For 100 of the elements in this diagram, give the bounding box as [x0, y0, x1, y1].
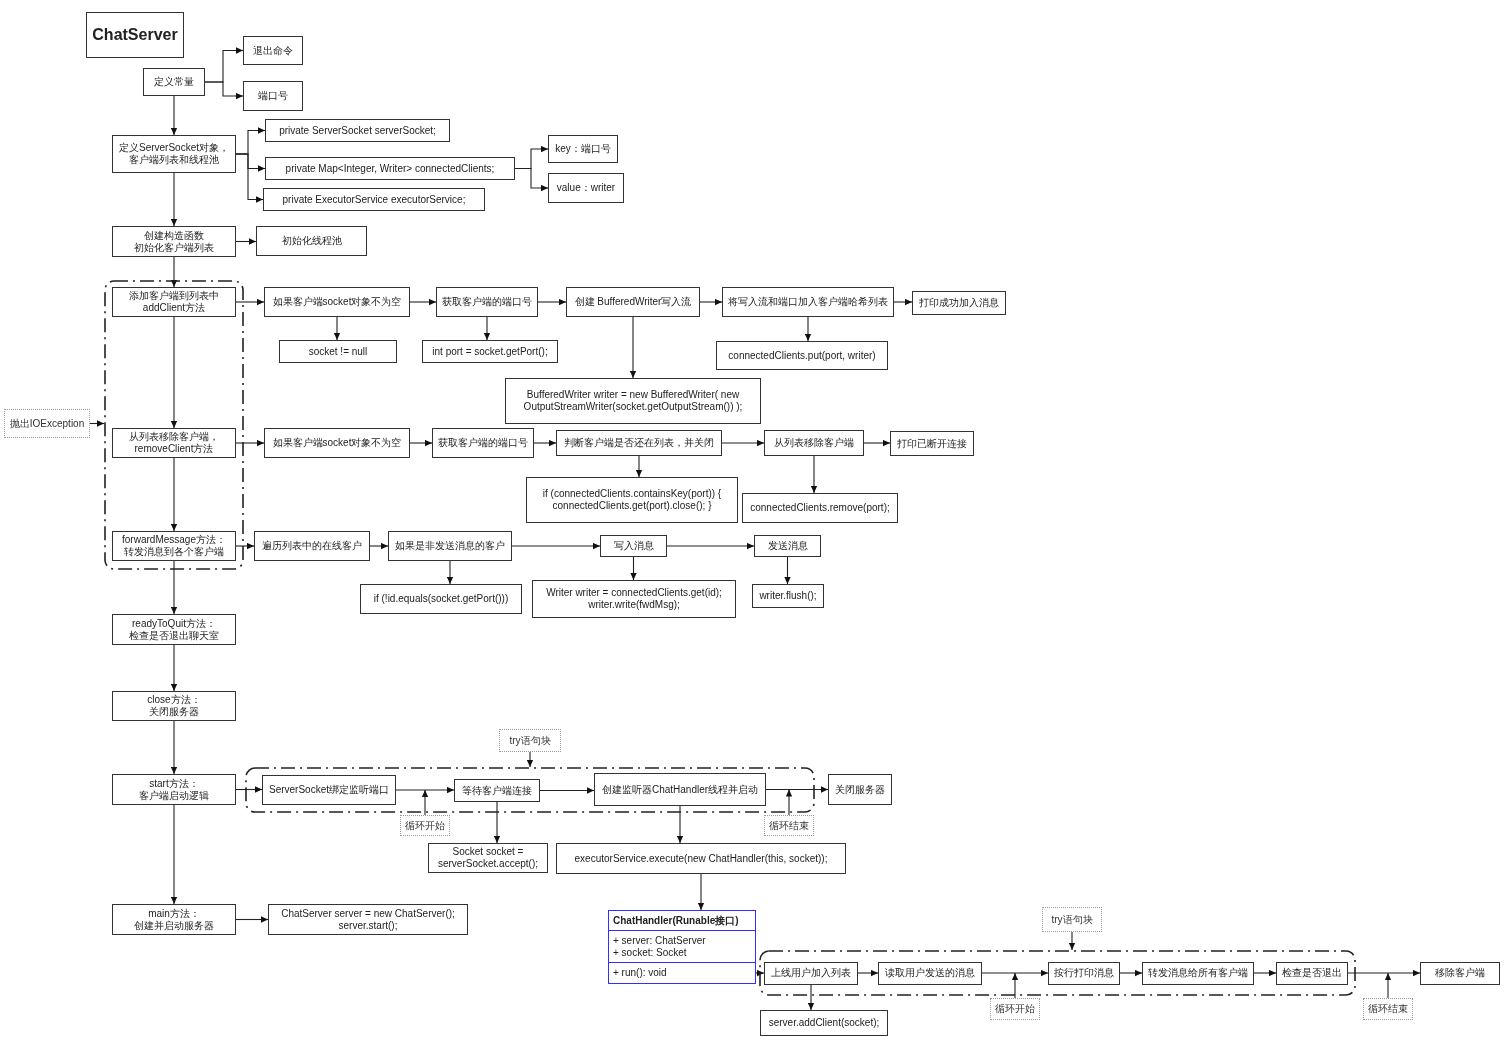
box-label: addClient方法: [142, 302, 206, 314]
arrow: [1119, 969, 1143, 977]
box-label: 初始化客户端列表: [134, 241, 214, 254]
note-box: [1363, 998, 1413, 1020]
arrow: [807, 983, 815, 1011]
process-box: [112, 287, 236, 317]
box-label: 如果客户端socket对象不为空: [272, 296, 402, 308]
process-box: [1420, 961, 1500, 985]
process-box: [243, 81, 303, 111]
process-box: [112, 226, 236, 257]
box-label: 从列表移除客户端，: [129, 431, 219, 443]
note-text: 循环结束: [1368, 1003, 1408, 1015]
arrow: [810, 455, 818, 494]
note-box: [499, 729, 561, 752]
arrow: [235, 542, 255, 550]
arrow: [493, 801, 501, 844]
arrow: [676, 805, 684, 844]
note-text: 循环开始: [995, 1003, 1035, 1015]
box-label: 添加客户端到列表中: [129, 290, 219, 302]
code-box: [716, 341, 888, 370]
arrow: [785, 788, 793, 816]
code-text: socket != null: [308, 345, 368, 358]
arrow: [1347, 969, 1421, 977]
process-box: [594, 773, 766, 806]
arrow: [421, 789, 429, 816]
arrow: [235, 439, 265, 447]
arrow: [235, 786, 263, 793]
box-label: 上线用户加入列表: [771, 967, 851, 979]
arrow: [893, 298, 913, 306]
box-label: 将写入流和端口加入客户端哈希列表: [728, 296, 888, 308]
code-box: [505, 378, 761, 424]
arrow: [483, 316, 491, 341]
code-text: ChatServer server = new ChatServer(); server.start();: [280, 907, 456, 932]
code-box: [263, 188, 485, 211]
title-text: ChatServer: [92, 25, 178, 45]
code-text: private Map<Integer, Writer> connectedClients;: [285, 162, 495, 175]
code-box: [742, 493, 898, 523]
process-box: [256, 226, 367, 256]
box-label: value：writer: [556, 182, 616, 194]
process-box: [548, 173, 624, 203]
arrow: [170, 95, 178, 136]
box-label: 从列表移除客户端: [774, 437, 854, 449]
box-label: 转发消息给所有客户端: [1148, 967, 1248, 979]
arrow: [204, 81, 244, 100]
process-box: [600, 535, 667, 557]
process-box: [112, 428, 236, 458]
process-box: [432, 428, 534, 458]
process-box: [112, 774, 236, 805]
box-label: 遍历列表中的在线客户: [262, 540, 362, 552]
note-box: [990, 998, 1040, 1020]
note-box: [764, 815, 814, 836]
arrow: [765, 786, 829, 793]
process-box: [112, 904, 236, 935]
code-text: private ServerSocket serverSocket;: [279, 124, 436, 137]
class-method: + run(): void: [609, 962, 755, 983]
code-box: [265, 119, 450, 142]
code-text: if (connectedClients.containsKey(port)) { connectedClients.get(port).close(); }: [541, 488, 723, 512]
code-box: [428, 843, 548, 873]
arrow: [89, 420, 105, 427]
process-box: [254, 531, 370, 561]
code-text: BufferedWriter writer = new BufferedWriter( new OutputStreamWriter(socket.getOutputStream()) );: [522, 389, 744, 413]
box-label: 定义ServerSocket对象，客户端列表和线程池: [118, 142, 230, 166]
arrow: [170, 457, 178, 532]
arrow: [857, 969, 879, 977]
group-frame: [759, 950, 1356, 996]
process-box: [912, 291, 1006, 315]
box-label: 等待客户端连接: [462, 784, 532, 797]
code-box: [526, 477, 738, 523]
box-label: 移除客户端: [1435, 967, 1485, 979]
box-label: 发送消息: [767, 540, 808, 552]
process-box: [262, 775, 396, 805]
code-text: executorService.execute(new ChatHandler(this, socket));: [574, 852, 828, 865]
process-box: [143, 68, 205, 96]
arrow: [409, 298, 437, 306]
code-text: writer.flush();: [759, 590, 817, 602]
box-label: forwardMessage方法：: [122, 534, 226, 546]
box-label: 创建并启动服务器: [134, 919, 214, 932]
arrow: [755, 969, 765, 977]
arrow: [170, 560, 178, 615]
process-box: [1048, 961, 1120, 985]
arrow: [697, 873, 705, 911]
code-box: [752, 584, 824, 608]
process-box: [764, 430, 864, 456]
arrow: [170, 316, 178, 429]
arrow: [170, 256, 178, 288]
group-frame: [245, 767, 815, 813]
box-label: 退出命令: [253, 44, 293, 57]
code-text: Writer writer = connectedClients.get(id); writer.write(fwdMsg);: [545, 587, 723, 611]
box-label: 端口号: [258, 90, 288, 102]
box-label: 获取客户端的端口号: [442, 296, 532, 308]
process-box: [754, 535, 821, 557]
process-box: [1142, 961, 1254, 985]
process-box: [1276, 961, 1348, 985]
group-frame: [104, 280, 244, 570]
arrow: [170, 172, 178, 227]
arrow: [526, 751, 534, 768]
process-box: [112, 691, 236, 721]
process-box: [828, 774, 892, 805]
arrow: [235, 153, 264, 203]
box-label: ServerSocket绑定监听端口: [269, 784, 389, 796]
